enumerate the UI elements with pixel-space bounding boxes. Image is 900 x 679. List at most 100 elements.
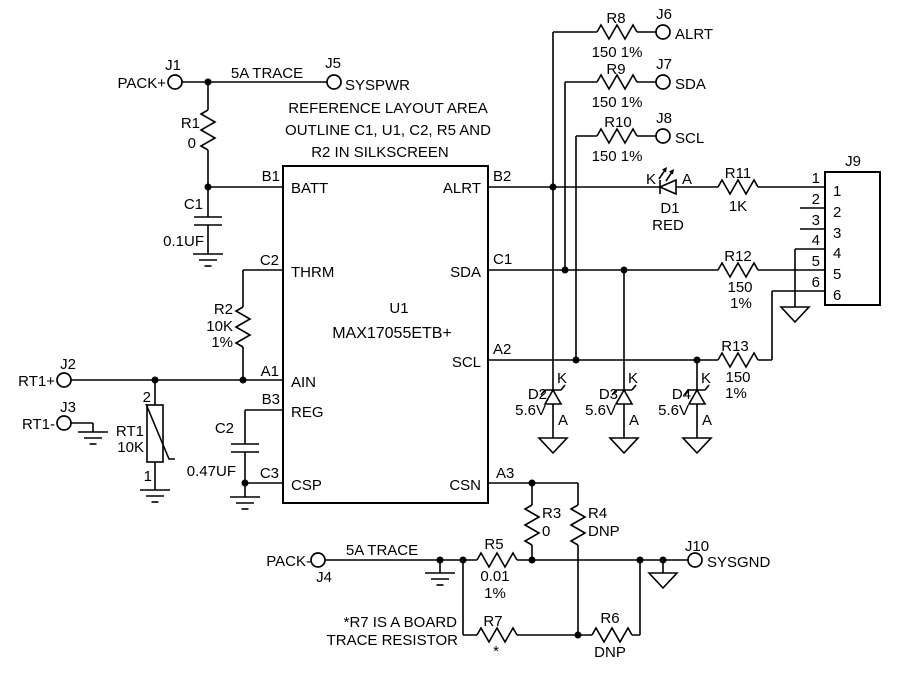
junction-dot bbox=[574, 631, 582, 639]
resistor-r10: R10 150 1% bbox=[592, 114, 643, 165]
c1-value: 0.1UF bbox=[163, 233, 204, 250]
led-triangle bbox=[658, 178, 677, 196]
ground-icon bbox=[192, 253, 224, 267]
j9-pin-out-6: 6 bbox=[812, 274, 820, 291]
junction-dot bbox=[636, 556, 644, 564]
j2-ref: J2 bbox=[60, 356, 76, 373]
trace-bottom-label: 5A TRACE bbox=[346, 542, 418, 559]
r12-ref: R12 bbox=[724, 248, 752, 265]
junction-dot bbox=[528, 479, 536, 487]
pad-icon bbox=[687, 552, 703, 568]
j1-label: PACK+ bbox=[118, 75, 167, 92]
pad-icon bbox=[326, 74, 342, 90]
resistor-r2: R2 10K 1% bbox=[206, 301, 251, 351]
r6-value: DNP bbox=[594, 644, 626, 661]
j7-ref: J7 bbox=[656, 56, 672, 73]
ic-ref-label: U1 bbox=[389, 300, 408, 317]
rt1-pin1: 1 bbox=[144, 468, 152, 485]
resistor-symbol bbox=[524, 504, 540, 546]
d3-k-label: K bbox=[628, 370, 638, 387]
junction-dot bbox=[151, 376, 159, 384]
r7-ref: R7 bbox=[483, 613, 502, 630]
j2-label: RT1+ bbox=[18, 373, 55, 390]
wire-top-right bbox=[488, 31, 825, 438]
ic-part-label: MAX17055ETB+ bbox=[332, 325, 452, 342]
d2-ref: D2 bbox=[528, 386, 547, 403]
zener-d4: K D4 5.6V A bbox=[658, 370, 712, 429]
j8-ref: J8 bbox=[656, 110, 672, 127]
d1-ref: D1 bbox=[660, 200, 679, 217]
r11-ref: R11 bbox=[725, 165, 751, 182]
r6-ref: R6 bbox=[600, 610, 619, 627]
pad-icon bbox=[655, 74, 671, 90]
d2-value: 5.6V bbox=[515, 402, 546, 419]
connector-j10: J10 SYSGND bbox=[685, 538, 771, 571]
d2-k-label: K bbox=[557, 370, 567, 387]
pad-icon bbox=[655, 128, 671, 144]
junction-dot bbox=[620, 266, 628, 274]
r7-note-line2: TRACE RESISTOR bbox=[327, 632, 459, 649]
j9-pin-in-1: 1 bbox=[833, 183, 841, 200]
ic-body bbox=[282, 165, 489, 504]
led-arrowhead-icon bbox=[669, 169, 674, 175]
d1-value: RED bbox=[652, 217, 684, 234]
j9-pin-in-6: 6 bbox=[833, 287, 841, 304]
j4-label: PACK- bbox=[266, 553, 311, 570]
resistor-r4: R4 DNP bbox=[570, 504, 620, 546]
j9-pin-out-3: 3 bbox=[812, 212, 820, 229]
layout-note-line1: REFERENCE LAYOUT AREA bbox=[288, 100, 488, 117]
d2-a-label: A bbox=[558, 412, 568, 429]
r10-ref: R10 bbox=[604, 114, 632, 131]
capacitor-c1: C1 0.1UF bbox=[163, 196, 204, 250]
junction-dot bbox=[204, 78, 212, 86]
thermistor-body bbox=[146, 404, 164, 463]
junction-dot bbox=[239, 376, 247, 384]
r7-value: * bbox=[493, 643, 499, 660]
connector-j3: J3 RT1- bbox=[22, 399, 76, 433]
pin-name-alrt: ALRT bbox=[443, 180, 481, 197]
r8-value: 150 1% bbox=[592, 44, 643, 61]
junction-dot bbox=[561, 266, 569, 274]
resistor-symbol bbox=[476, 627, 518, 643]
r3-ref: R3 bbox=[542, 505, 561, 522]
r7-note: *R7 IS A BOARD TRACE RESISTOR bbox=[327, 614, 459, 649]
connector-j2: J2 RT1+ bbox=[18, 356, 76, 390]
connector-j6: J6 ALRT bbox=[655, 6, 713, 43]
pin-name-batt: BATT bbox=[291, 180, 328, 197]
j7-label: SDA bbox=[675, 76, 706, 93]
j3-ref: J3 bbox=[60, 399, 76, 416]
r3-value: 0 bbox=[542, 523, 550, 540]
pin-num-c1: C1 bbox=[493, 251, 512, 268]
resistor-r3: R3 0 bbox=[524, 504, 561, 546]
junction-dot bbox=[204, 183, 212, 191]
r9-ref: R9 bbox=[606, 61, 625, 78]
layout-note-line3: R2 IN SILKSCREEN bbox=[311, 144, 449, 161]
ground-icon bbox=[229, 496, 261, 510]
d1-a-label: A bbox=[682, 171, 692, 188]
resistor-r12: R12 150 1% bbox=[717, 248, 759, 312]
j10-label: SYSGND bbox=[707, 554, 771, 571]
r13-tol: 1% bbox=[725, 385, 747, 402]
pin-num-c3: C3 bbox=[260, 465, 279, 482]
resistor-symbol bbox=[235, 306, 251, 348]
pin-num-a1: A1 bbox=[261, 363, 279, 380]
connector-j5: J5 SYSPWR bbox=[325, 55, 410, 94]
j9-pin-in-4: 4 bbox=[833, 245, 841, 262]
resistor-r11: R11 1K bbox=[717, 165, 759, 215]
j9-pin-out-2: 2 bbox=[812, 191, 820, 208]
pin-name-ain: AIN bbox=[291, 374, 316, 391]
junction-dot bbox=[459, 556, 467, 564]
resistor-symbol bbox=[591, 627, 633, 643]
resistor-r6: R6 DNP bbox=[591, 610, 633, 661]
junction-dot bbox=[659, 556, 667, 564]
resistor-symbol bbox=[717, 262, 759, 278]
d3-ref: D3 bbox=[599, 386, 618, 403]
junction-dot bbox=[241, 479, 249, 487]
resistor-r1: R1 0 bbox=[181, 109, 216, 152]
r2-tol: 1% bbox=[211, 334, 233, 351]
resistor-r7: R7 * bbox=[476, 613, 518, 660]
d3-value: 5.6V bbox=[585, 402, 616, 419]
resistor-symbol bbox=[717, 352, 759, 368]
